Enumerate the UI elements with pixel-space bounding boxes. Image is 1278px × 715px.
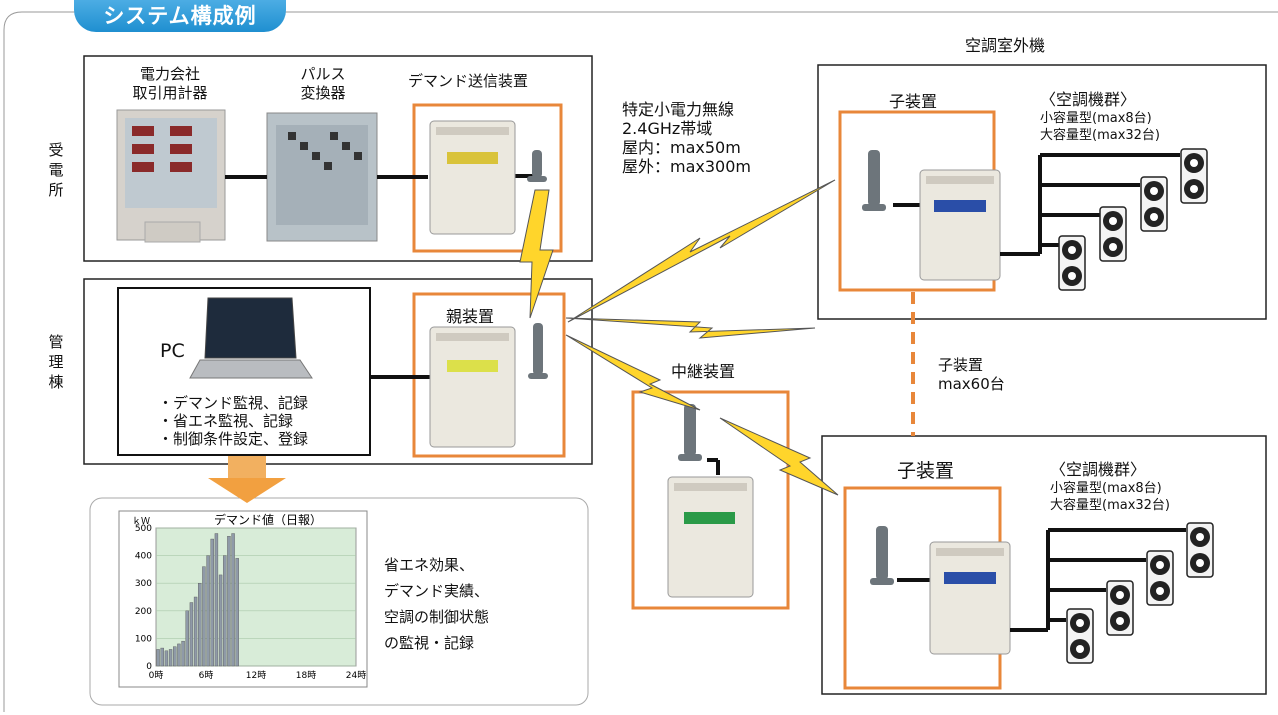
- ac-unit-icon: [1140, 176, 1168, 232]
- pulse-converter: [266, 112, 378, 242]
- ac-unit-icon: [1106, 580, 1134, 636]
- chart-ytick: 300: [135, 579, 152, 589]
- meter-device: [116, 109, 226, 243]
- section-label-substation: 受電所: [48, 141, 64, 199]
- parent-label: 親装置: [446, 307, 495, 326]
- chart-ytick: 100: [135, 634, 152, 644]
- chart-bar: [185, 610, 189, 667]
- child-bottom-cabinet: [929, 541, 1011, 655]
- antennas: [527, 150, 894, 585]
- chart-bar: [193, 596, 198, 667]
- chart-bar: [223, 555, 227, 667]
- down-arrow: [208, 456, 286, 503]
- pc-label: PC: [160, 340, 185, 362]
- monitor-text: 省エネ効果、デマンド実績、空調の制御状態の監視・記録: [384, 556, 490, 652]
- chart-bar: [202, 566, 206, 667]
- cabinets: [429, 120, 1011, 655]
- page-title: システム構成例: [74, 0, 286, 32]
- chart-bar: [218, 574, 223, 667]
- section-label-management: 管理棟: [48, 333, 64, 391]
- chart-ytick: 200: [135, 607, 152, 617]
- ac-unit-icon: [1146, 550, 1174, 606]
- chart-bar: [206, 555, 210, 667]
- ac-wiring-top: [1000, 153, 1180, 256]
- chart-bar: [210, 538, 214, 667]
- relay-label: 中継装置: [671, 362, 736, 381]
- meter-label: 電力会社取引用計器: [132, 65, 208, 102]
- chart-bar: [214, 533, 219, 667]
- ac-unit-icon: [1099, 206, 1127, 262]
- child-bottom-label: 子装置: [897, 460, 955, 482]
- laptop: [189, 297, 313, 379]
- ac-group-top: 〈空調機群〉 小容量型(max8台) 大容量型(max32台): [1040, 90, 1161, 143]
- ac-group-bottom: 〈空調機群〉 小容量型(max8台) 大容量型(max32台): [1050, 460, 1171, 513]
- chart-ytick: 400: [135, 552, 152, 562]
- chart-title: デマンド値（日報）: [214, 512, 322, 527]
- chart-xtick: 24時: [346, 670, 366, 681]
- chart-bar: [227, 536, 231, 667]
- demand-chart: デマンド値（日報） ｋＷ 0 100 200 300 400 500 0時 6時 12時 18時 24時: [118, 510, 368, 688]
- pc-features: ・デマンド監視、記録・省エネ監視、記録・制御条件設定、登録: [158, 394, 309, 448]
- ac-unit-icon: [1186, 522, 1214, 578]
- child-top-cabinet: [919, 169, 1001, 281]
- child-top-label: 子装置: [889, 92, 938, 111]
- wireless-bolts: [519, 179, 839, 496]
- chart-bar: [173, 646, 177, 667]
- demand-sender-label: デマンド送信装置: [408, 72, 529, 90]
- ac-unit-icon: [1066, 608, 1094, 664]
- pulse-label: パルス変換器: [300, 65, 346, 102]
- ac-wiring-bottom: [1010, 528, 1186, 632]
- relay-box: [631, 390, 790, 610]
- outdoor-label: 空調室外機: [965, 36, 1046, 55]
- chart-xtick: 6時: [199, 670, 214, 681]
- chart-xtick: 0時: [149, 670, 164, 681]
- chart-xtick: 12時: [246, 670, 266, 681]
- relay-cabinet: [667, 476, 754, 598]
- chart-bar: [164, 650, 169, 667]
- ac-unit-icon: [1180, 148, 1208, 204]
- chart-bar: [231, 533, 235, 667]
- ac-unit-icon: [1058, 235, 1086, 291]
- chart-ytick: 500: [135, 524, 152, 534]
- chart-bar: [181, 640, 185, 667]
- chart-bar: [235, 558, 239, 667]
- chart-bar: [189, 602, 194, 667]
- chart-bar: [160, 647, 164, 667]
- outer-frame: [3, 11, 1278, 712]
- chart-ytick: 0: [146, 662, 152, 672]
- chart-bar: [177, 643, 181, 667]
- demand-sender-cabinet: [429, 120, 516, 235]
- chart-bar: [156, 649, 160, 667]
- chart-bar: [168, 649, 173, 667]
- chart-xtick: 18時: [296, 670, 316, 681]
- chart-ylabel: ｋＷ: [132, 516, 150, 527]
- parent-cabinet: [429, 326, 516, 448]
- chart-bar: [198, 582, 202, 667]
